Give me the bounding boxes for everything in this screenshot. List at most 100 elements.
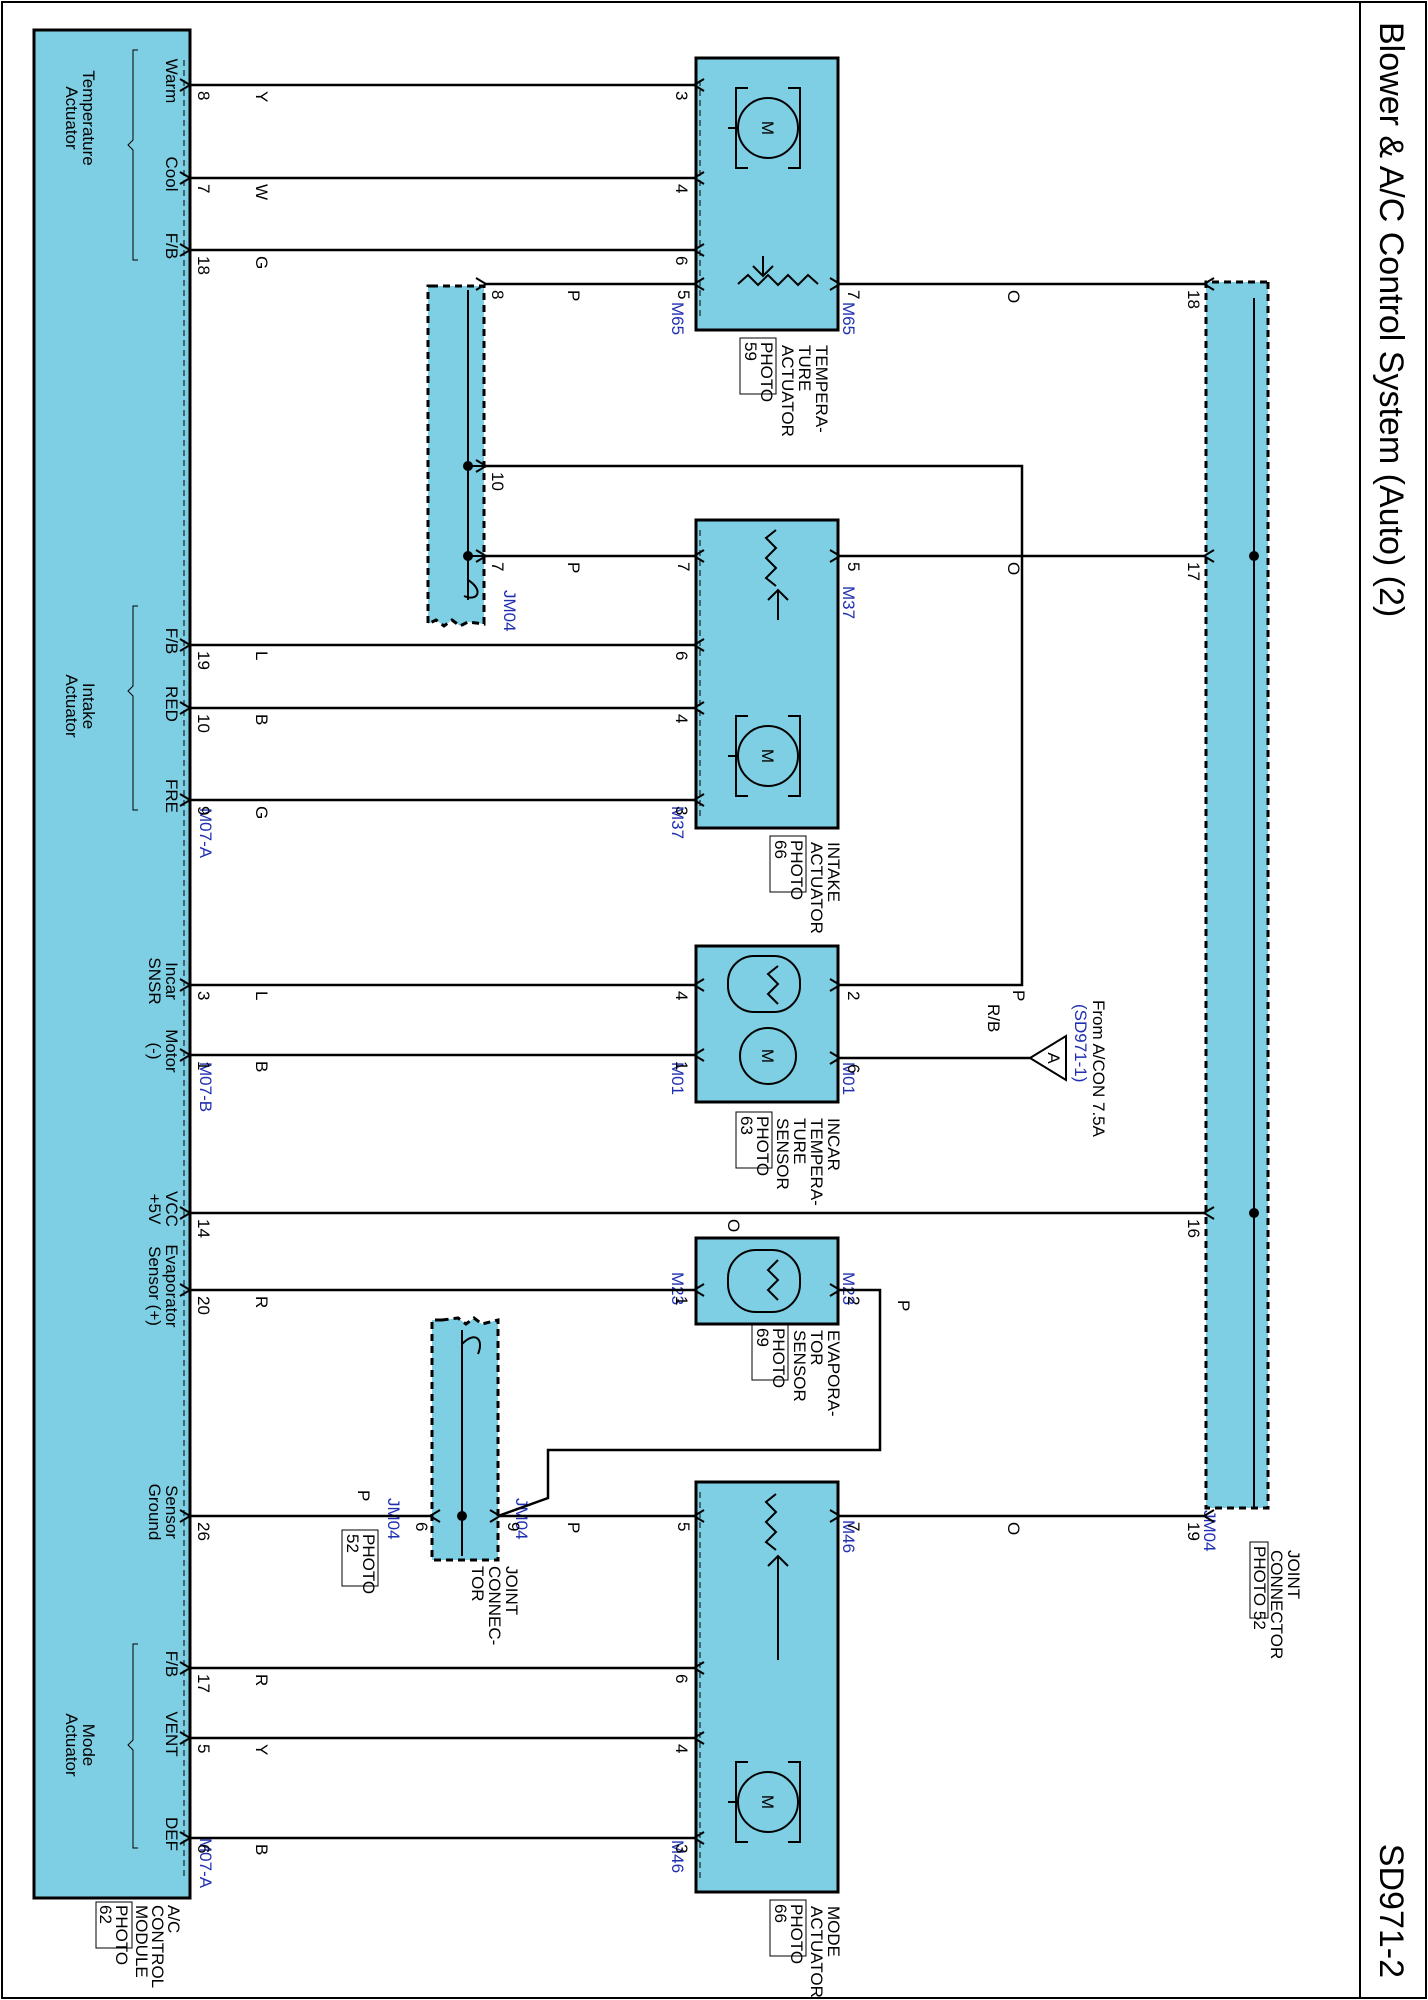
module-pin-number: 9 xyxy=(194,806,213,815)
jm-top-crossover xyxy=(463,579,479,599)
module-pin-number: 19 xyxy=(194,651,213,670)
temp-actuator-group-1: Temperature xyxy=(79,70,98,165)
component-pin-arrow xyxy=(692,243,705,257)
component-pin-number: 3 xyxy=(672,91,691,100)
intake-actuator xyxy=(694,518,840,830)
wire-color-label: B xyxy=(252,1844,271,1855)
component-pin-number: 3 xyxy=(672,806,691,815)
source-line-2: (SD971-1) xyxy=(1071,1004,1090,1082)
component-pin-arrow xyxy=(692,1731,705,1745)
component-pin-number: 5 xyxy=(674,1522,693,1531)
temp-actuator-motor-icon xyxy=(737,97,799,159)
junction-dot xyxy=(1249,1208,1259,1218)
wire-color-label: R xyxy=(252,1296,271,1308)
joint-connector-right xyxy=(1204,280,1270,1510)
module-name-1: A/C xyxy=(164,1905,183,1933)
wire-color-label: B xyxy=(252,714,271,725)
temp-actuator-name-3: ACTUATOR xyxy=(778,345,797,437)
evap-name-2: TOR xyxy=(807,1330,826,1366)
temp-actuator-name-1: TEMPERA- xyxy=(812,345,831,433)
mode-actuator-group-1: Mode xyxy=(79,1724,98,1767)
intake-actuator-motor-icon xyxy=(737,725,799,787)
incar-photo-2: 63 xyxy=(737,1116,756,1135)
module-pin-number: 26 xyxy=(194,1522,213,1541)
incar-name-4: SENSOR xyxy=(773,1118,792,1190)
evap-conn-right: M23 xyxy=(839,1272,858,1305)
incar-temperature-sensor xyxy=(694,944,840,1104)
page-code: SD971-2 xyxy=(1372,1844,1410,1978)
mode-actuator-wiper-arrow xyxy=(767,1554,789,1660)
wire-color-label: G xyxy=(252,806,271,819)
jm-right-name-1: JOINT xyxy=(1284,1550,1303,1599)
jm-pin-number: 19 xyxy=(1184,1522,1203,1541)
component-pin-number: 6 xyxy=(844,1064,863,1073)
incar-thermistor-icon xyxy=(727,955,801,1013)
module-pin-label: F/B xyxy=(162,233,181,259)
intake-actuator-photo-2: 66 xyxy=(771,840,790,859)
motor-bracket xyxy=(728,1761,801,1843)
module-pin-number: 1 xyxy=(194,1061,213,1070)
intake-actuator-wiper-arrow xyxy=(767,588,789,620)
module-pin-number: 14 xyxy=(194,1219,213,1238)
temp-actuator-name-2: TURE xyxy=(795,345,814,391)
temp-actuator-bracket xyxy=(127,49,138,261)
module-pin-label: +5V xyxy=(145,1194,164,1225)
module-pin-label: DEF xyxy=(162,1817,181,1851)
module-connector-a2: M07-A xyxy=(196,1838,215,1889)
component-pin-number: 6 xyxy=(672,651,691,660)
jm-bottom-name-1: JOINT xyxy=(502,1566,521,1615)
module-pin-label: (-) xyxy=(145,1043,164,1060)
wire-color-label: P xyxy=(894,1300,913,1311)
module-pin-number: 20 xyxy=(194,1296,213,1315)
wire-color-label: W xyxy=(252,184,271,200)
module-pin-number: 18 xyxy=(194,256,213,275)
junction-dot xyxy=(457,1511,467,1521)
module-pin-arrow xyxy=(179,1048,192,1062)
module-pin-label: SNSR xyxy=(145,957,164,1004)
component-pin-arrow xyxy=(829,549,842,563)
module-pin-label: Evaporator xyxy=(162,1244,181,1327)
module-pin-number: 7 xyxy=(194,184,213,193)
evap-thermistor-zigzag xyxy=(766,1259,780,1301)
module-name-3: MODULE xyxy=(132,1905,151,1978)
jm-right-name-2: CONNECTOR xyxy=(1267,1550,1286,1659)
module-pin-arrow xyxy=(179,978,192,992)
wire-color-label: O xyxy=(1004,1522,1023,1535)
mode-actuator-motor-symbol: M xyxy=(758,1795,777,1809)
temp-actuator-photo-box xyxy=(739,337,777,395)
page-title: Blower & A/C Control System (Auto) (2) xyxy=(1372,22,1410,617)
incar-conn-left: M01 xyxy=(668,1062,687,1095)
module-pin-arrow xyxy=(179,701,192,715)
mode-photo-1: PHOTO xyxy=(787,1904,806,1964)
incar-photo-box xyxy=(735,1111,773,1169)
module-pin-arrow xyxy=(179,1509,192,1523)
wire-color-label: Y xyxy=(252,91,271,102)
jm-right-photo-box xyxy=(1249,1541,1269,1619)
wire-color-label: P xyxy=(564,562,583,573)
evap-name-1: EVAPORA- xyxy=(824,1330,843,1417)
jm-pin-number: 10 xyxy=(488,472,507,491)
module-pin-label: F/B xyxy=(162,628,181,654)
component-pin-arrow xyxy=(692,793,705,807)
jm-pin-number: 8 xyxy=(488,290,507,299)
jm-bottom-photo-2: 52 xyxy=(343,1534,362,1553)
module-pin-arrow xyxy=(179,243,192,257)
intake-actuator-motor-symbol: M xyxy=(758,749,777,763)
component-pin-arrow xyxy=(692,1048,705,1062)
jm-pin-number: 7 xyxy=(488,562,507,571)
component-pin-arrow xyxy=(692,171,705,185)
intake-actuator-name-1: INTAKE xyxy=(824,842,843,902)
component-pin-arrow xyxy=(692,1283,705,1297)
component-pin-number: 5 xyxy=(674,290,693,299)
module-pin-arrow xyxy=(179,1831,192,1845)
jm-bottom-photo-1: PHOTO xyxy=(359,1534,378,1594)
component-pin-number: 7 xyxy=(844,290,863,299)
wire-color-label: B xyxy=(252,1061,271,1072)
incar-name-1: INCAR xyxy=(824,1118,843,1171)
component-pin-arrow xyxy=(692,1661,705,1675)
joint-connector-bottom xyxy=(430,1316,500,1562)
module-pin-label: Motor xyxy=(162,1029,181,1073)
mode-name-1: MODE xyxy=(824,1906,843,1957)
component-pin-number: 2 xyxy=(844,991,863,1000)
intake-actuator-group-1: Intake xyxy=(79,683,98,729)
